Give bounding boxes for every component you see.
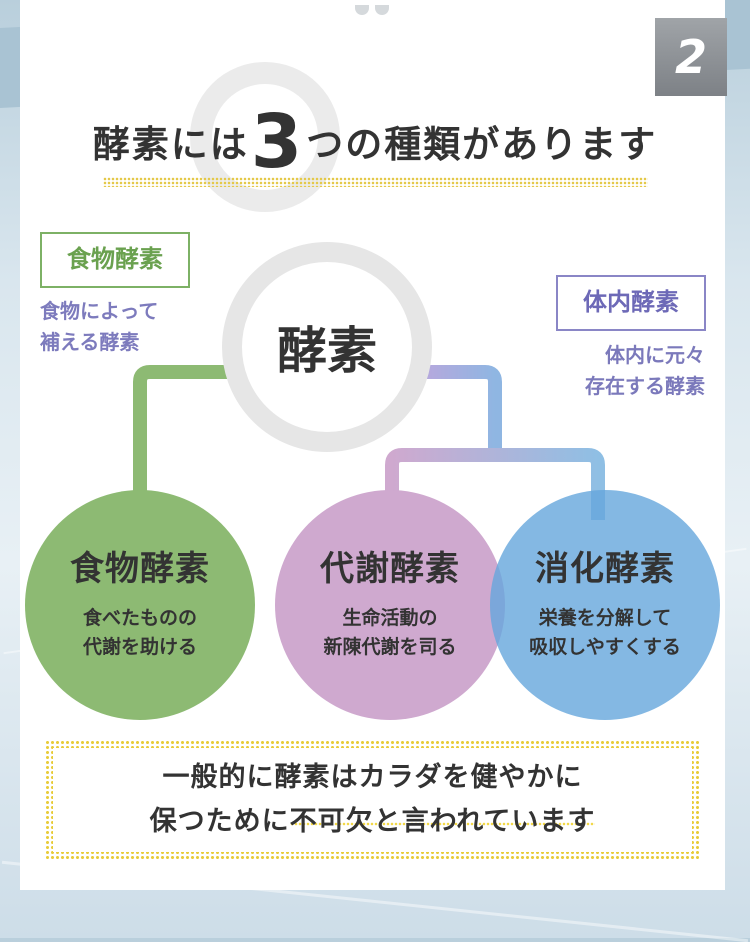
- circle-title: 消化酵素: [535, 548, 675, 589]
- note-highlight: 不可欠と言われています: [289, 806, 596, 837]
- circle-metabolic-enzyme: 代謝酵素 生命活動の 新陳代謝を司る: [275, 490, 505, 720]
- circle-description: 栄養を分解して 吸収しやすくする: [529, 604, 681, 662]
- title-underline: [103, 177, 648, 187]
- title-prefix: 酵素には: [92, 123, 249, 166]
- desc-line: 存在する酵素: [585, 374, 705, 398]
- note-plain: 保つために: [149, 806, 290, 837]
- title-number: 3: [250, 99, 305, 185]
- title-suffix: つの種類があります: [306, 123, 658, 166]
- circle-desc-line: 生命活動の: [342, 606, 438, 629]
- circle-title: 代謝酵素: [320, 548, 460, 589]
- center-enzyme-circle: 酵素: [222, 242, 432, 452]
- tag-food-enzyme: 食物酵素: [40, 232, 190, 288]
- circle-title: 食物酵素: [70, 548, 210, 589]
- body-branch-connector: [385, 448, 605, 520]
- center-label: 酵素: [277, 322, 377, 380]
- decorative-figure: [355, 0, 400, 15]
- circle-digestive-enzyme: 消化酵素 栄養を分解して 吸収しやすくする: [490, 490, 720, 720]
- circle-desc-line: 代謝を助ける: [82, 635, 197, 658]
- note-line-1: 一般的に酵素はカラダを健やかに: [162, 762, 583, 793]
- food-enzyme-description: 食物によって 補える酵素: [40, 296, 158, 358]
- desc-line: 体内に元々: [605, 343, 705, 367]
- circle-desc-line: 食べたものの: [82, 606, 197, 629]
- note-line-2: 保つために不可欠と言われています: [53, 800, 692, 844]
- circle-desc-line: 栄養を分解して: [538, 606, 672, 629]
- page-title: 酵素には3つの種類があります: [0, 105, 750, 179]
- desc-line: 補える酵素: [40, 330, 140, 354]
- circle-food-enzyme: 食物酵素 食べたものの 代謝を助ける: [25, 490, 255, 720]
- tag-body-enzyme: 体内酵素: [556, 275, 706, 331]
- desc-line: 食物によって: [40, 299, 159, 323]
- step-number-badge: 2: [655, 18, 727, 96]
- circle-desc-line: 新陳代謝を司る: [323, 635, 457, 658]
- note-text: 一般的に酵素はカラダを健やかに 保つために不可欠と言われています: [53, 756, 692, 844]
- circle-description: 食べたものの 代謝を助ける: [83, 604, 197, 662]
- circle-desc-line: 吸収しやすくする: [529, 635, 681, 658]
- step-number: 2: [674, 30, 707, 84]
- food-connector: [133, 365, 232, 520]
- circle-description: 生命活動の 新陳代謝を司る: [323, 604, 456, 662]
- body-connector: [425, 365, 502, 452]
- body-enzyme-description: 体内に元々 存在する酵素: [530, 340, 705, 402]
